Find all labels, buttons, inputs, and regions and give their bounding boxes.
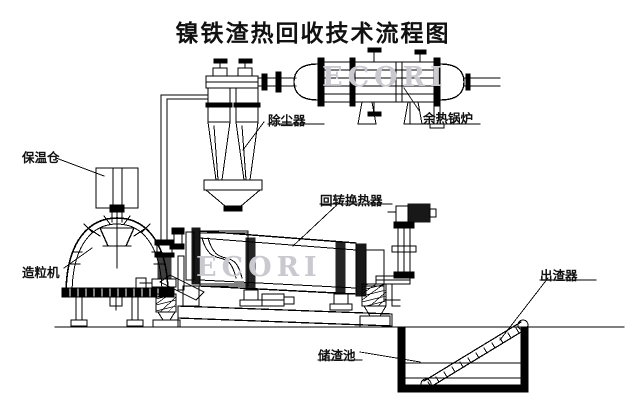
label-dust-collector: 除尘器 — [268, 113, 306, 128]
label-leader-lines — [55, 87, 597, 363]
granulator-shape — [61, 209, 175, 327]
cyclone-to-boiler-duct — [257, 71, 297, 93]
slag-discharger-shape — [420, 319, 529, 390]
label-slag-storage-pit: 储渣池 — [318, 348, 356, 363]
slag-storage-pit-shape — [397, 326, 529, 393]
granulator-outlet-hopper — [152, 293, 181, 328]
rotary-heat-exchanger-shape — [159, 227, 393, 328]
page-title: 镍铁渣热回收技术流程图 — [175, 20, 451, 47]
cyclone-dust-collector-shape — [203, 58, 263, 212]
label-slag-discharger: 出渣器 — [540, 268, 578, 283]
discharge-fan-shape — [359, 203, 437, 328]
label-rotary-heat-exchanger: 回转换热器 — [320, 193, 383, 208]
watermark-ecori-top: ECORI — [322, 62, 448, 93]
label-insulation-bin: 保温仓 — [22, 150, 60, 165]
riser-duct-shape — [135, 94, 209, 289]
label-granulator: 造粒机 — [22, 265, 60, 280]
watermark-ecori-drum: ECORI — [196, 252, 322, 283]
waste-heat-boiler-shape — [293, 47, 501, 129]
label-waste-heat-boiler: 余热锅炉 — [423, 111, 474, 126]
